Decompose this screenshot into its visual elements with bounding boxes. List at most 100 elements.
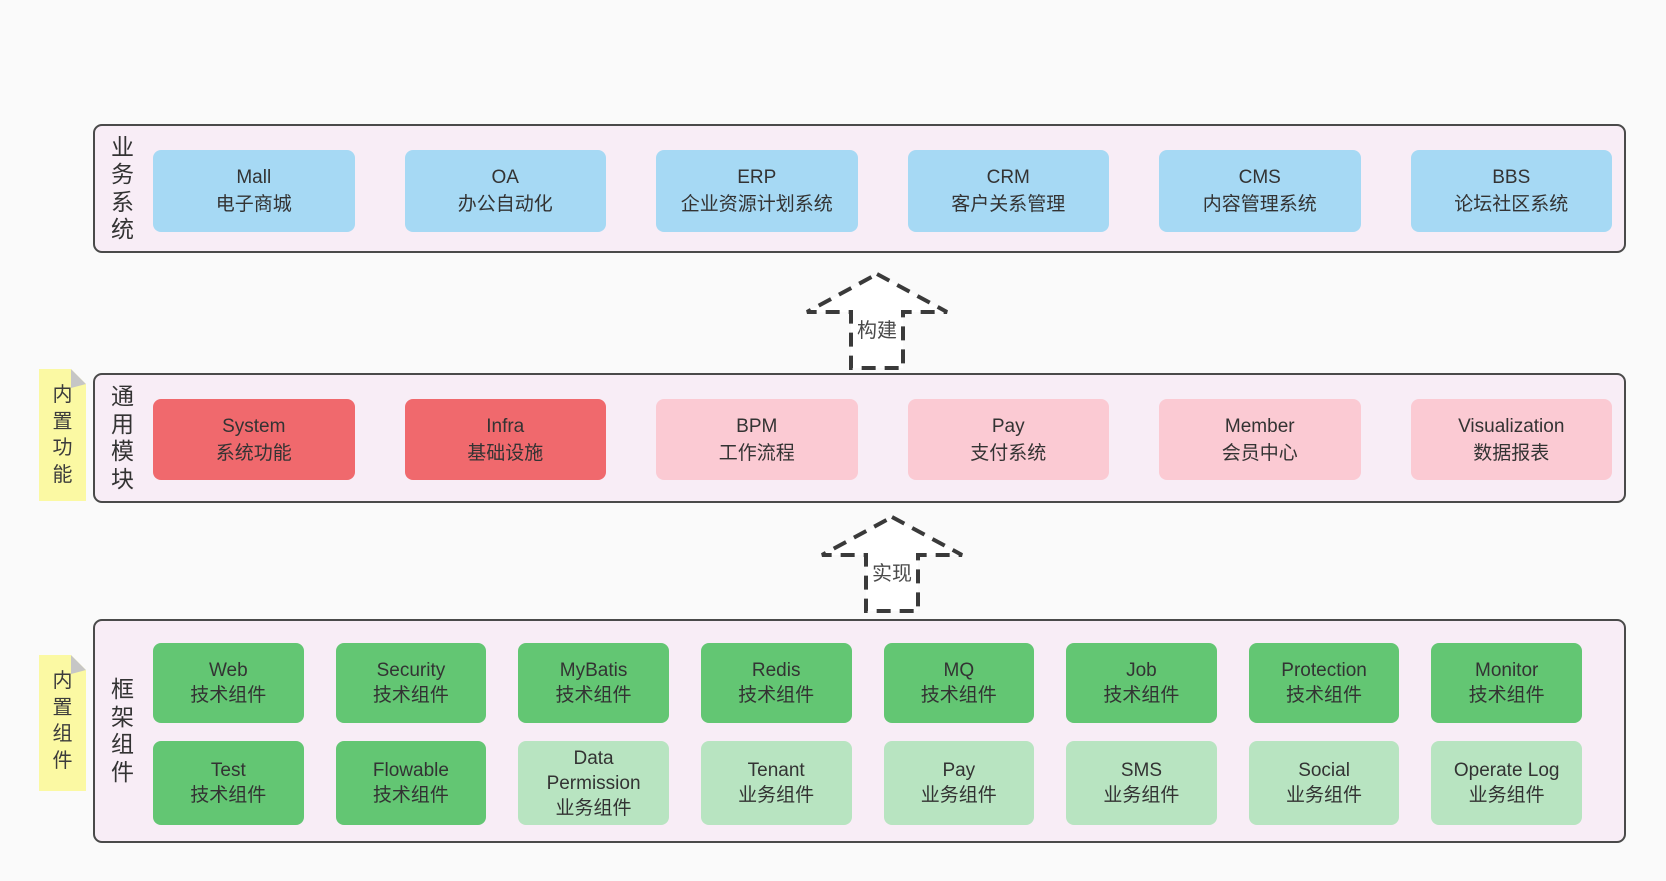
box-operate-log: Operate Log 业务组件 xyxy=(1431,741,1582,825)
box-erp-en: ERP xyxy=(737,167,777,188)
box-monitor-en: Monitor xyxy=(1475,660,1539,681)
box-crm-en: CRM xyxy=(986,167,1030,188)
box-member-zh: 会员中心 xyxy=(1221,442,1298,464)
box-test-en: Test xyxy=(210,760,246,781)
folded-corner-icon xyxy=(71,655,86,674)
box-mall-en: Mall xyxy=(236,167,272,188)
box-bbs-en: BBS xyxy=(1492,167,1531,188)
box-data-permission-en: Data Permission xyxy=(546,747,641,794)
box-tenant-zh: 业务组件 xyxy=(738,785,815,806)
box-monitor: Monitor 技术组件 xyxy=(1431,643,1582,723)
arrow-build: 构建 xyxy=(804,271,950,371)
box-mq: MQ 技术组件 xyxy=(883,643,1035,723)
arrow-up-dashed-icon xyxy=(821,514,963,613)
box-mall: Mall 电子商城 xyxy=(153,150,355,232)
arrow-up-dashed-icon xyxy=(806,271,948,370)
box-bbs: BBS 论坛社区系统 xyxy=(1410,150,1612,232)
box-tenant-en: Tenant xyxy=(747,760,805,781)
box-social-zh: 业务组件 xyxy=(1286,785,1363,806)
box-pay-system-en: Pay xyxy=(991,415,1025,437)
box-mybatis-zh: 技术组件 xyxy=(555,685,632,706)
box-pay-component: Pay 业务组件 xyxy=(883,741,1035,825)
sticky-note-builtin-components-label: 内置组件 xyxy=(52,670,73,772)
box-oa-en: OA xyxy=(491,167,519,188)
box-sms-zh: 业务组件 xyxy=(1103,785,1180,806)
box-web-zh: 技术组件 xyxy=(190,685,267,706)
box-bbs-zh: 论坛社区系统 xyxy=(1454,194,1569,215)
box-mybatis-en: MyBatis xyxy=(559,660,628,681)
box-erp-zh: 企业资源计划系统 xyxy=(680,194,833,215)
box-flowable-en: Flowable xyxy=(372,760,449,781)
box-protection-zh: 技术组件 xyxy=(1286,685,1363,706)
box-social-en: Social xyxy=(1298,760,1350,781)
box-cms-zh: 内容管理系统 xyxy=(1202,194,1317,215)
box-job-en: Job xyxy=(1126,660,1157,681)
box-monitor-zh: 技术组件 xyxy=(1468,685,1545,706)
box-cms: CMS 内容管理系统 xyxy=(1159,150,1361,232)
band-framework-components: 框架组件 Web 技术组件 Security 技术组件 MyBatis 技术组件… xyxy=(93,619,1626,843)
box-data-permission: Data Permission 业务组件 xyxy=(518,741,669,825)
band-framework-components-label: 框架组件 xyxy=(111,676,134,785)
box-redis-en: Redis xyxy=(751,660,801,681)
box-cms-en: CMS xyxy=(1238,167,1281,188)
business-systems-row: Mall 电子商城 OA 办公自动化 ERP 企业资源计划系统 CRM 客户关系… xyxy=(153,150,1612,232)
box-web-en: Web xyxy=(208,660,248,681)
box-redis-zh: 技术组件 xyxy=(738,685,815,706)
arrow-implement-label: 实现 xyxy=(872,563,912,585)
box-mall-zh: 电子商城 xyxy=(215,194,292,215)
box-system: System 系统功能 xyxy=(153,399,355,480)
box-crm-zh: 客户关系管理 xyxy=(951,194,1066,215)
box-test: Test 技术组件 xyxy=(153,741,304,825)
box-erp: ERP 企业资源计划系统 xyxy=(656,150,858,232)
box-member-en: Member xyxy=(1224,415,1295,437)
box-system-zh: 系统功能 xyxy=(215,442,292,464)
box-bpm-en: BPM xyxy=(736,415,778,437)
box-sms: SMS 业务组件 xyxy=(1066,741,1217,825)
box-protection-en: Protection xyxy=(1281,660,1367,681)
box-pay-system-zh: 支付系统 xyxy=(970,442,1047,464)
band-common-modules-label: 通用模块 xyxy=(111,383,134,492)
box-system-en: System xyxy=(222,415,286,437)
box-oa: OA 办公自动化 xyxy=(404,150,606,232)
sticky-note-builtin-components: 内置组件 xyxy=(39,655,86,791)
box-bpm-zh: 工作流程 xyxy=(718,442,795,464)
box-mybatis: MyBatis 技术组件 xyxy=(518,643,669,723)
box-flowable: Flowable 技术组件 xyxy=(335,741,487,825)
box-infra: Infra 基础设施 xyxy=(404,399,606,480)
arrow-implement: 实现 xyxy=(819,514,965,614)
arrow-build-label: 构建 xyxy=(857,320,897,342)
box-mq-zh: 技术组件 xyxy=(920,685,997,706)
box-operate-log-zh: 业务组件 xyxy=(1468,785,1545,806)
box-infra-en: Infra xyxy=(486,415,525,437)
box-tenant: Tenant 业务组件 xyxy=(700,741,852,825)
box-operate-log-en: Operate Log xyxy=(1453,760,1560,781)
box-visualization-zh: 数据报表 xyxy=(1473,442,1550,464)
box-visualization-en: Visualization xyxy=(1458,415,1565,437)
box-sms-en: SMS xyxy=(1120,760,1163,781)
box-job: Job 技术组件 xyxy=(1066,643,1217,723)
band-common-modules: 通用模块 System 系统功能 Infra 基础设施 BPM 工作流程 Pay… xyxy=(93,373,1626,503)
box-crm: CRM 客户关系管理 xyxy=(907,150,1109,232)
framework-components-row-1: Web 技术组件 Security 技术组件 MyBatis 技术组件 Redi… xyxy=(153,643,1582,723)
box-redis: Redis 技术组件 xyxy=(700,643,852,723)
box-security-zh: 技术组件 xyxy=(372,685,449,706)
box-oa-zh: 办公自动化 xyxy=(457,194,553,215)
common-modules-row: System 系统功能 Infra 基础设施 BPM 工作流程 Pay 支付系统… xyxy=(153,399,1612,480)
box-pay-component-en: Pay xyxy=(942,760,976,781)
box-security-en: Security xyxy=(376,660,446,681)
box-security: Security 技术组件 xyxy=(335,643,487,723)
box-web: Web 技术组件 xyxy=(153,643,304,723)
band-business-systems: 业务系统 Mall 电子商城 OA 办公自动化 ERP 企业资源计划系统 CRM… xyxy=(93,124,1626,253)
box-bpm: BPM 工作流程 xyxy=(656,399,858,480)
folded-corner-icon xyxy=(71,369,86,388)
box-member: Member 会员中心 xyxy=(1159,399,1361,480)
box-pay-system: Pay 支付系统 xyxy=(907,399,1109,480)
box-mq-en: MQ xyxy=(943,660,975,681)
sticky-note-builtin-features-label: 内置功能 xyxy=(52,384,73,486)
box-data-permission-zh: 业务组件 xyxy=(555,797,632,819)
box-infra-zh: 基础设施 xyxy=(467,442,544,464)
box-test-zh: 技术组件 xyxy=(190,785,267,806)
sticky-note-builtin-features: 内置功能 xyxy=(39,369,86,501)
box-visualization: Visualization 数据报表 xyxy=(1410,399,1612,480)
